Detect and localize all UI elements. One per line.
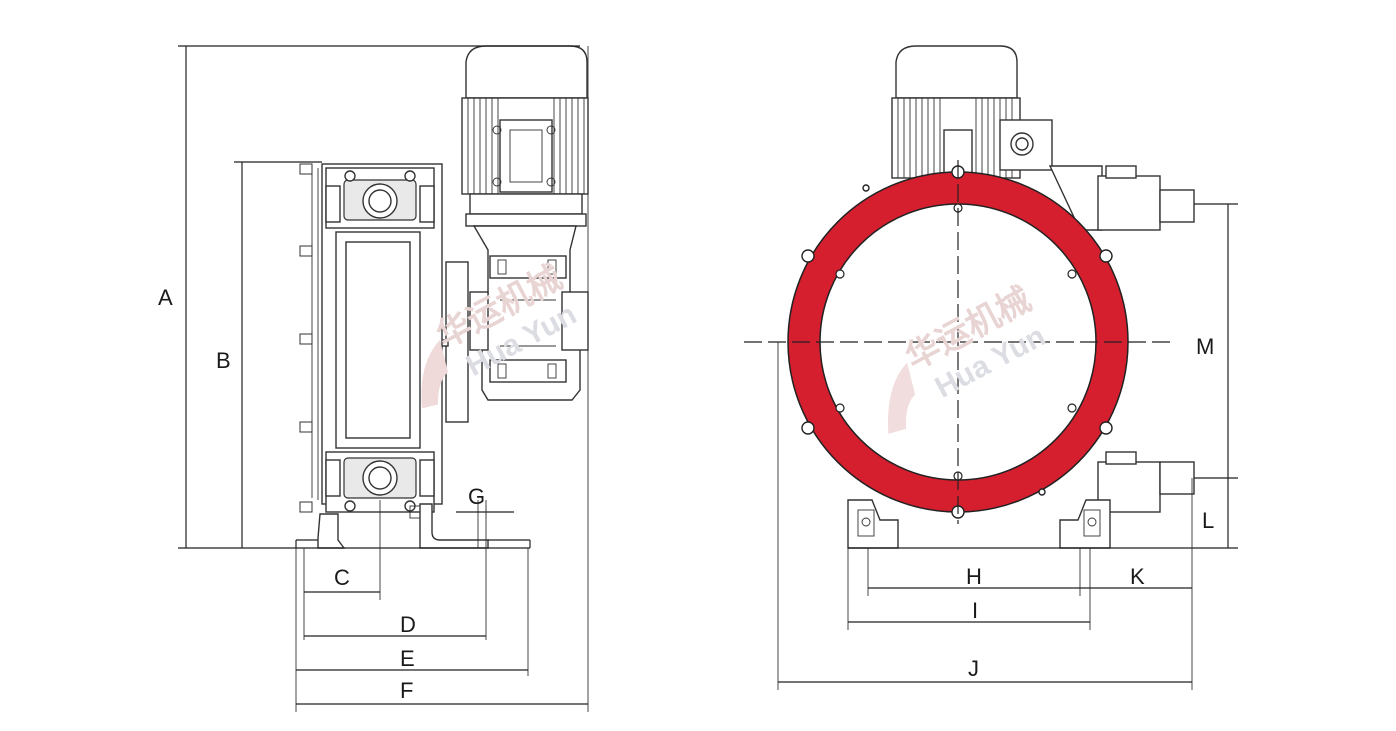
dim-label-l: L: [1202, 508, 1214, 533]
dim-label-j: J: [968, 656, 979, 681]
dimension-labels: A B C D E F G H I J K L M: [158, 285, 1214, 703]
dim-label-i: I: [972, 598, 978, 623]
ring-bolts: [801, 165, 1113, 519]
dim-label-c: C: [334, 565, 350, 590]
motor-terminal-box: [499, 119, 553, 193]
front-right-foot: [1059, 499, 1111, 549]
front-motor-cap: [895, 45, 1018, 99]
dim-label-g: G: [468, 484, 485, 509]
side-bolts: [299, 163, 313, 513]
right-foot: [419, 503, 489, 549]
left-foot: [317, 513, 346, 549]
motor-flange: [469, 193, 583, 215]
dim-label-m: M: [1196, 334, 1214, 359]
front-view: [744, 45, 1238, 690]
dim-label-e: E: [400, 646, 415, 671]
motor-cap: [465, 45, 588, 99]
dim-label-f: F: [400, 678, 413, 703]
dim-label-h: H: [966, 564, 982, 589]
dim-label-k: K: [1130, 564, 1145, 589]
dim-label-b: B: [216, 348, 231, 373]
front-left-foot: [847, 499, 899, 549]
side-view: [178, 45, 589, 712]
dim-label-d: D: [400, 612, 416, 637]
dim-label-a: A: [158, 285, 173, 310]
upper-port: [1097, 175, 1161, 231]
